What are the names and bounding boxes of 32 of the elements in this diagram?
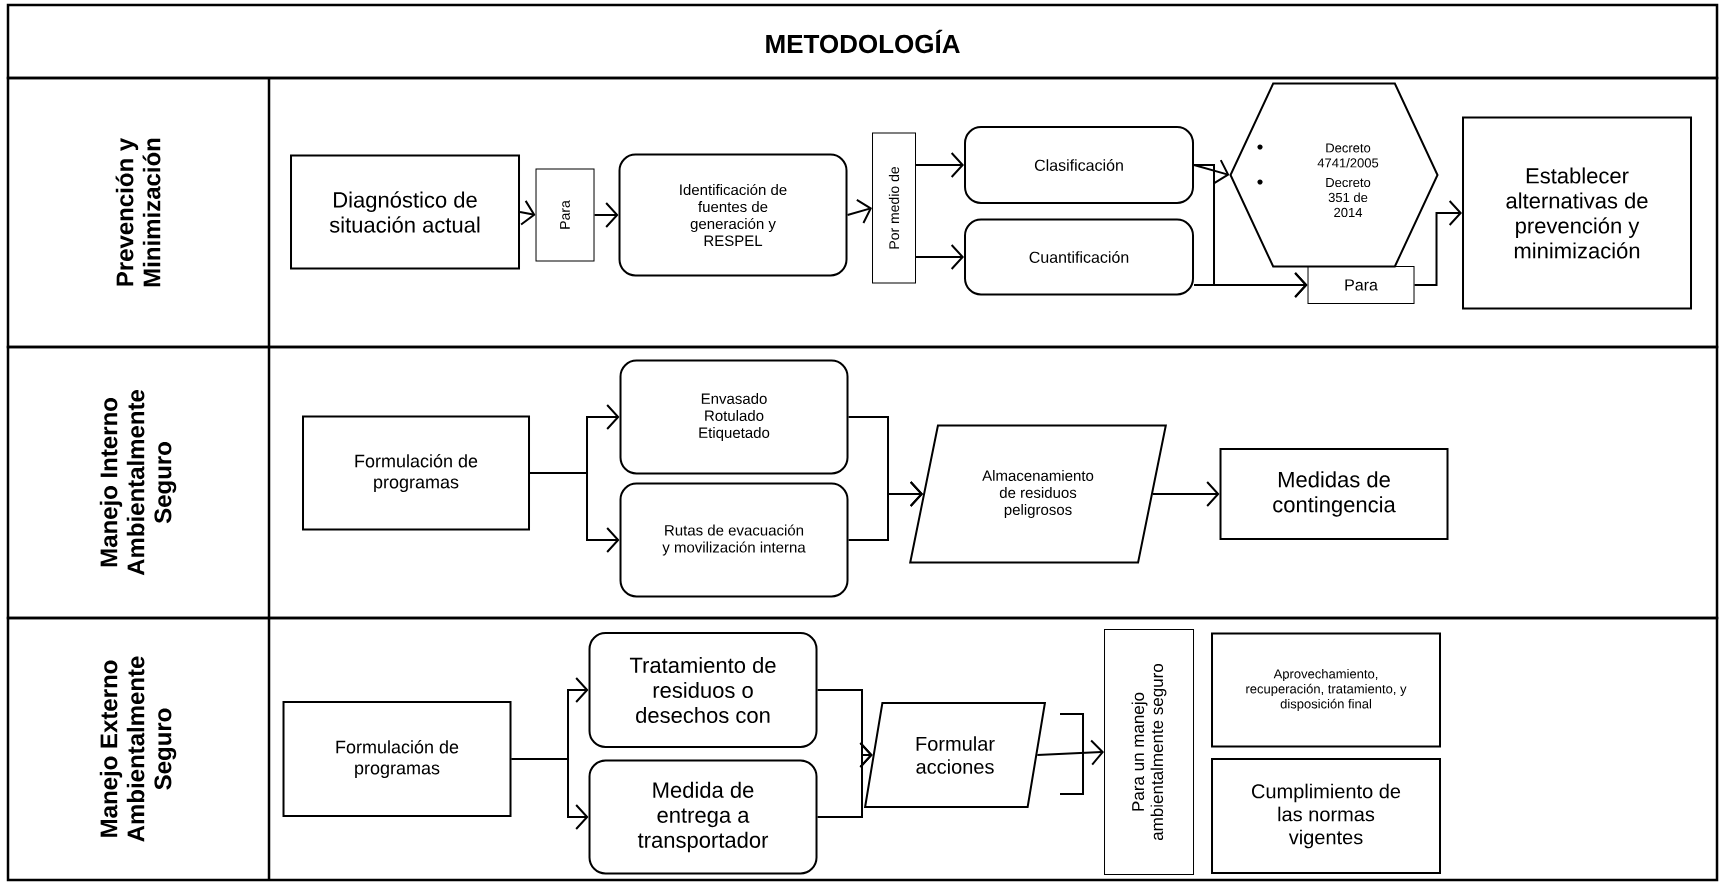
process-box: Aprovechamiento, recuperación, tratamiento, y disposición final (1211, 632, 1441, 748)
rounded-box: Cuantificación (964, 218, 1194, 296)
arrow (1193, 159, 1230, 185)
arrow (1151, 481, 1220, 507)
process-box: Medidas de contingencia (1219, 448, 1449, 540)
arrow (1036, 739, 1104, 766)
rounded-box: Envasado Rotulado Etiquetado (619, 359, 849, 475)
arrow (847, 481, 924, 541)
arrow (915, 244, 964, 270)
process-box: Cumplimiento de las normas vigentes (1211, 758, 1441, 874)
rounded-box: Tratamiento de residuos o desechos con (588, 632, 818, 748)
title-cell: METODOLOGÍA (6, 3, 1719, 80)
arrow (915, 152, 964, 178)
process-box: Establecer alternativas de prevención y minimización (1462, 116, 1692, 310)
label-box: Para (535, 168, 595, 262)
label-box: Por medio de (872, 132, 916, 284)
hexagon: Decreto 4741/2005 Decreto 351 de 2014 (1229, 82, 1439, 268)
label-box: Para un manejo ambientalmente seguro (1104, 629, 1194, 875)
rounded-box: Clasificación (964, 126, 1194, 204)
arrow (816, 742, 873, 818)
process-box: Formulación de programas (282, 701, 512, 817)
arrow (529, 472, 620, 553)
arrow (1193, 272, 1308, 298)
rounded-box: Identificación de fuentes de generación y RESPEL (618, 153, 848, 277)
arrow (510, 758, 589, 830)
label-box: Para (1307, 266, 1415, 304)
rounded-box: Medida de entrega a transportador (588, 759, 818, 875)
process-box: Formulación de programas (302, 415, 530, 531)
rounded-box: Rutas de evacuación y movilización interna (619, 482, 849, 598)
process-box: Diagnóstico de situación actual (290, 154, 520, 270)
arrow (1413, 200, 1462, 286)
parallelogram: Almacenamiento de residuos peligrosos (909, 424, 1168, 564)
